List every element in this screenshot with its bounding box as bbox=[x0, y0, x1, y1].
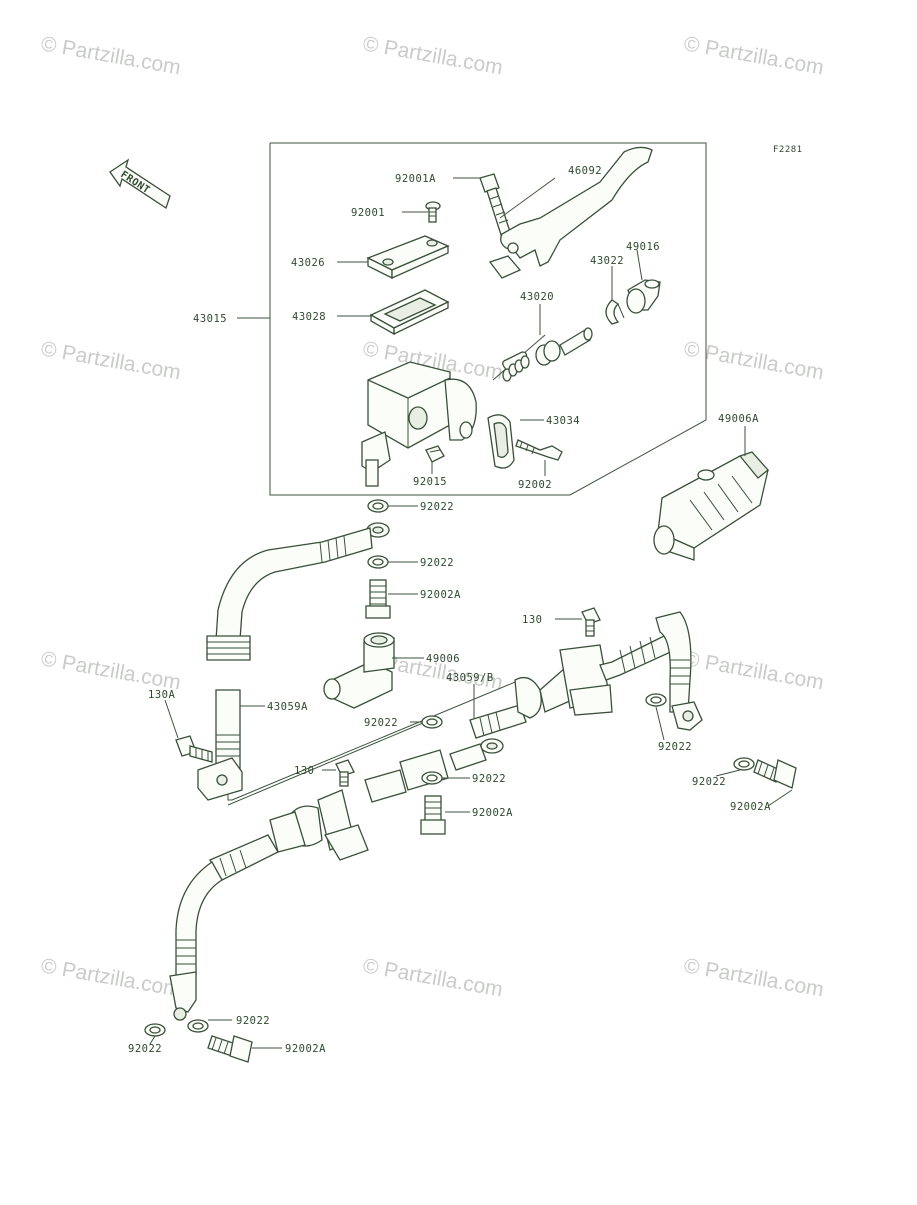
label-43034: 43034 bbox=[546, 415, 580, 427]
label-130-b: 130 bbox=[294, 765, 314, 777]
dust-boot-49016 bbox=[626, 279, 661, 314]
washer-92022-a bbox=[367, 499, 389, 513]
brake-hose-43059a bbox=[197, 527, 373, 801]
label-92022-g: 92022 bbox=[128, 1043, 162, 1055]
banjo-bolt-92002a-c bbox=[420, 795, 446, 835]
label-92002a-a: 92002A bbox=[420, 589, 461, 601]
label-43028: 43028 bbox=[292, 311, 326, 323]
front-arrow-icon: FRONT bbox=[109, 158, 171, 210]
watermark-text: © Partzilla.com bbox=[682, 647, 825, 694]
label-92022-c: 92022 bbox=[364, 717, 398, 729]
label-43059a: 43059A bbox=[267, 701, 308, 713]
figure-code: F2281 bbox=[773, 145, 803, 155]
label-46092: 46092 bbox=[568, 165, 602, 177]
leader-lines bbox=[227, 679, 521, 806]
washer-92022-d bbox=[645, 693, 667, 707]
banjo-bolt-92002a-a bbox=[365, 579, 391, 619]
label-92022-d: 92022 bbox=[658, 741, 692, 753]
joint-49006 bbox=[323, 632, 395, 709]
watermark-text: © Partzilla.com bbox=[682, 32, 825, 79]
diaphragm-43028 bbox=[369, 289, 450, 336]
reservoir-cap-43026 bbox=[366, 235, 450, 280]
label-92022-f: 92022 bbox=[472, 773, 506, 785]
label-130-a: 130 bbox=[522, 614, 542, 626]
watermark-text: © Partzilla.com bbox=[682, 337, 825, 384]
label-92002a-d: 92002A bbox=[285, 1043, 326, 1055]
label-92022-h: 92022 bbox=[236, 1015, 270, 1027]
callout-leaders bbox=[149, 177, 793, 1049]
banjo-bolt-92002a-b bbox=[753, 759, 797, 789]
label-43015: 43015 bbox=[193, 313, 227, 325]
brake-switch-49006a bbox=[653, 451, 769, 561]
label-92022-e: 92022 bbox=[692, 776, 726, 788]
circlip-43022 bbox=[605, 299, 625, 325]
bolt-130-lower bbox=[335, 759, 355, 787]
label-92015: 92015 bbox=[413, 476, 447, 488]
washer-92022-h bbox=[187, 1019, 209, 1033]
watermark-text: © Partzilla.com bbox=[39, 954, 182, 1001]
watermark-text: © Partzilla.com bbox=[39, 32, 182, 79]
master-cylinder-body bbox=[361, 361, 477, 487]
label-92002a-c: 92002A bbox=[730, 801, 771, 813]
banjo-bolt-92002a-d bbox=[207, 1035, 253, 1063]
label-43020: 43020 bbox=[520, 291, 554, 303]
holder-clamp-43034 bbox=[487, 414, 515, 469]
screw-92001 bbox=[425, 201, 441, 223]
label-49006: 49006 bbox=[426, 653, 460, 665]
label-43059b: 43059/B bbox=[446, 672, 494, 684]
bolt-130-upper bbox=[581, 607, 601, 637]
label-92022-b: 92022 bbox=[420, 557, 454, 569]
bolt-92002 bbox=[515, 439, 563, 461]
brake-hose-lower bbox=[169, 738, 504, 1021]
bolt-130a bbox=[175, 735, 213, 763]
washer-92022-e bbox=[733, 757, 755, 771]
label-92022-a: 92022 bbox=[420, 501, 454, 513]
label-92001: 92001 bbox=[351, 207, 385, 219]
label-49006a: 49006A bbox=[718, 413, 759, 425]
part-labels: 92001A 46092 92001 43026 49016 43022 430… bbox=[128, 165, 771, 1055]
label-130a: 130A bbox=[148, 689, 175, 701]
brake-lever-46092 bbox=[488, 146, 653, 279]
label-92002a-b: 92002A bbox=[472, 807, 513, 819]
brake-hose-43059b bbox=[469, 611, 703, 739]
label-49016: 49016 bbox=[626, 241, 660, 253]
washer-92022-f bbox=[421, 771, 443, 785]
bolt-92001a bbox=[479, 173, 512, 239]
watermark-text: © Partzilla.com bbox=[39, 647, 182, 694]
label-43026: 43026 bbox=[291, 257, 325, 269]
washer-92022-b bbox=[367, 555, 389, 569]
piston-kit-43020 bbox=[492, 327, 593, 382]
watermark-text: © Partzilla.com bbox=[39, 337, 182, 384]
washer-92022-c bbox=[421, 715, 443, 729]
screw-92015 bbox=[425, 445, 445, 463]
watermark-text: © Partzilla.com bbox=[682, 954, 825, 1001]
assembly-43015-frame bbox=[237, 142, 707, 496]
watermark-text: © Partzilla.com bbox=[361, 954, 504, 1001]
washer-92022-g bbox=[144, 1023, 166, 1037]
label-43022: 43022 bbox=[590, 255, 624, 267]
watermark-text: © Partzilla.com bbox=[361, 32, 504, 79]
label-92001a: 92001A bbox=[395, 173, 436, 185]
label-92002: 92002 bbox=[518, 479, 552, 491]
